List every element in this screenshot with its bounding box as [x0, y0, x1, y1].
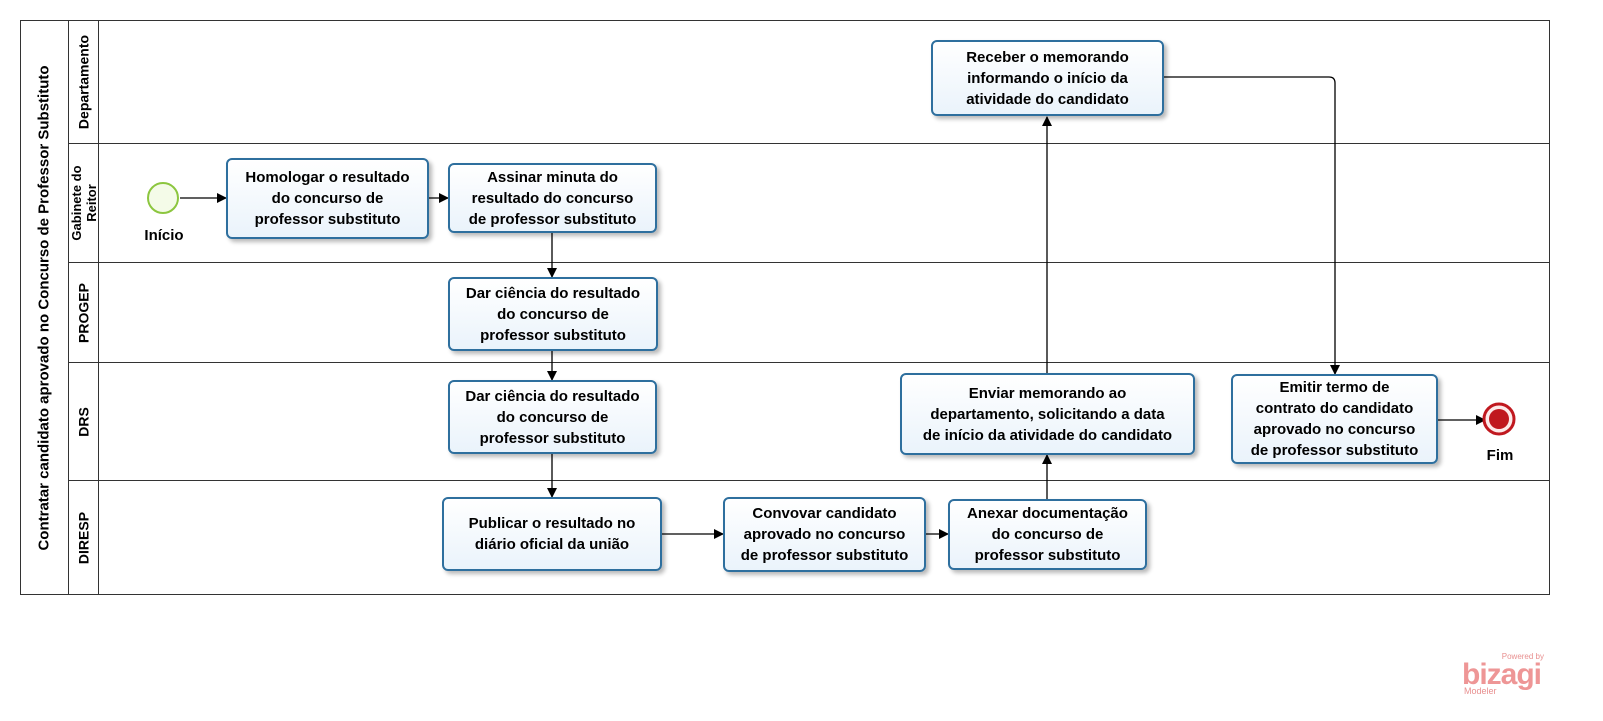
lane-label-departamento: Departamento: [69, 20, 99, 143]
task-assinar-minuta[interactable]: Assinar minuta do resultado do concurso …: [448, 163, 657, 233]
task-drs-dar-ciencia[interactable]: Dar ciência do resultado do concurso de …: [448, 380, 657, 454]
end-event-icon: [1482, 402, 1516, 436]
end-event-label: Fim: [1486, 447, 1514, 464]
task-progep-dar-ciencia[interactable]: Dar ciência do resultado do concurso de …: [448, 277, 658, 351]
task-emitir-termo[interactable]: Emitir termo de contrato do candidato ap…: [1231, 374, 1438, 464]
lane-label-diresp: DIRESP: [69, 481, 99, 595]
task-convocar-candidato[interactable]: Convovar candidato aprovado no concurso …: [723, 497, 926, 572]
lane-diresp: DIRESP: [69, 481, 1550, 595]
lane-label-drs: DRS: [69, 363, 99, 480]
flow-receber-emitir: [1164, 76, 1340, 375]
task-publicar-resultado[interactable]: Publicar o resultado no diário oficial d…: [442, 497, 662, 571]
lane-departamento: Departamento: [69, 20, 1550, 144]
task-enviar-memorando[interactable]: Enviar memorando ao departamento, solici…: [900, 373, 1195, 455]
task-anexar-documentacao[interactable]: Anexar documentação do concurso de profe…: [948, 499, 1147, 570]
powered-by-text: Powered by: [1501, 652, 1544, 661]
task-receber-memorando[interactable]: Receber o memorando informando o início …: [931, 40, 1164, 116]
lane-drs: DRS: [69, 363, 1550, 481]
lane-progep: PROGEP: [69, 263, 1550, 363]
pool: [20, 20, 1550, 595]
bizagi-logo: Powered by bizagi Modeler: [1462, 652, 1552, 698]
lane-gabinete-do-reitor: Gabinete do Reitor: [69, 144, 1550, 263]
pool-title-bar: Contratar candidato aprovado no Concurso…: [20, 20, 69, 595]
task-homologar-resultado[interactable]: Homologar o resultado do concurso de pro…: [226, 158, 429, 239]
start-event-icon: [147, 182, 179, 214]
brand-name: bizagi: [1462, 658, 1542, 691]
start-event-label: Início: [144, 227, 184, 244]
lane-label-progep: PROGEP: [69, 263, 99, 362]
lane-label-gabinete: Gabinete do Reitor: [69, 144, 99, 262]
brand-product: Modeler: [1464, 686, 1497, 696]
